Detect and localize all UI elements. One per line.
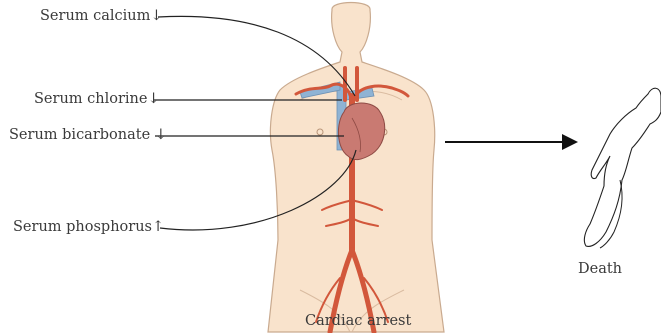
chlorine-text: Serum chlorine [34,91,147,107]
caption-death: Death [578,262,622,277]
chlorine-down-arrow: ↓ [147,91,159,107]
phosphorus-text: Serum phosphorus [13,219,152,235]
label-serum-calcium: Serum calcium↓ [40,9,163,24]
bicarbonate-text: Serum bicarbonate [9,127,150,143]
bicarbonate-down-arrow: ↓ [155,127,167,143]
calcium-down-arrow: ↓ [150,8,162,24]
torso-body [268,3,444,333]
calcium-text: Serum calcium [40,8,150,24]
torso-illustration [268,3,444,333]
label-serum-phosphorus: Serum phosphorus↑ [13,220,164,235]
outcome-arrow [445,134,578,150]
lying-body-outline [584,88,661,246]
phosphorus-up-arrow: ↑ [152,219,164,235]
label-serum-chlorine: Serum chlorine↓ [34,92,160,107]
caption-cardiac-arrest: Cardiac arrest [305,314,411,329]
label-serum-bicarbonate: Serum bicarbonate ↓ [9,128,167,143]
